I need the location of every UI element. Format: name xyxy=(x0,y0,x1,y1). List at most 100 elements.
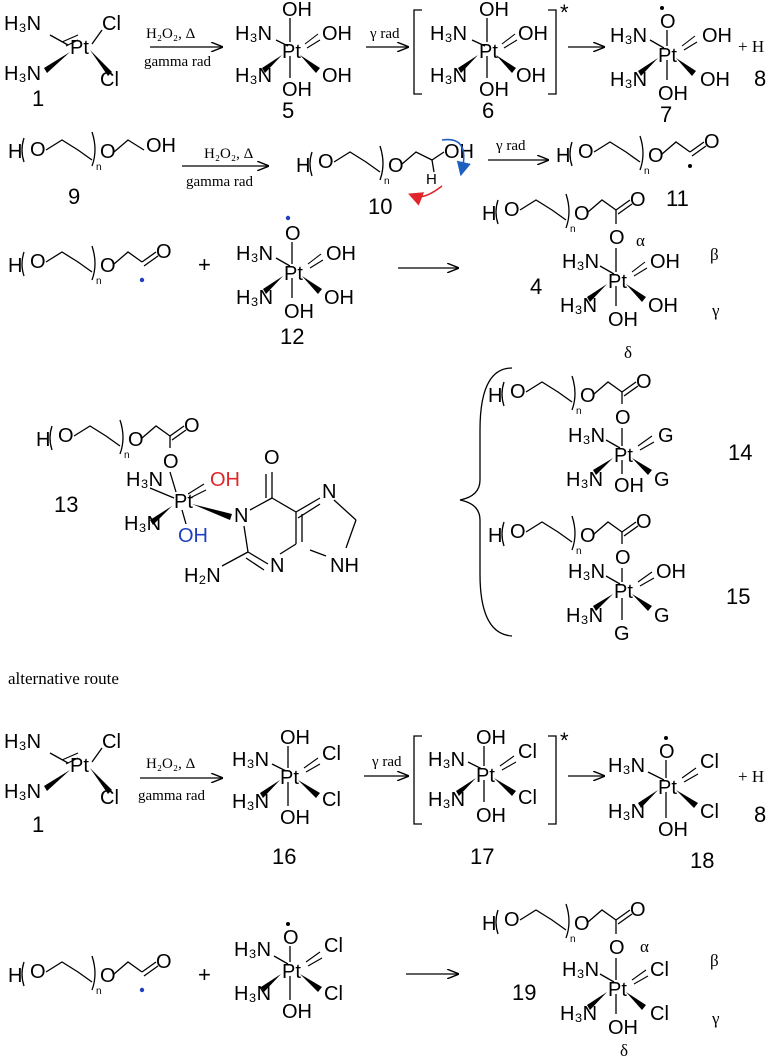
compound-number-9: 9 xyxy=(68,184,80,209)
oh-label: OH xyxy=(282,1001,312,1023)
h3n-label: H₃N xyxy=(560,295,597,317)
o-label: O xyxy=(264,447,280,469)
o-label: O xyxy=(100,255,116,277)
oh-label: OH xyxy=(518,23,548,45)
compound-17-structure: OH H₃N Cl Pt H₃N Cl OH * xyxy=(413,727,569,827)
o-label: O xyxy=(630,189,646,211)
pt-label: Pt xyxy=(658,777,677,799)
o-label: O xyxy=(636,511,652,533)
cl-label: Cl xyxy=(324,935,343,957)
compound-14-structure: H O n O O O H₃N G Pt H₃N G OH xyxy=(488,371,674,497)
oxyl-radical-dichloro-structure: O H₃N Cl Pt H₃N Cl OH xyxy=(234,922,343,1023)
h3n-label: H₃N xyxy=(236,243,273,265)
alpha-label: α xyxy=(636,231,645,250)
g-label: G xyxy=(654,605,670,627)
g-label: G xyxy=(614,623,630,645)
nh-label: NH xyxy=(330,555,359,577)
cl-label: Cl xyxy=(322,789,341,811)
h-label: H xyxy=(8,965,22,987)
compound-number-5: 5 xyxy=(282,98,294,123)
product-brace xyxy=(459,367,513,637)
n-subscript: n xyxy=(576,546,582,557)
gamma-label: γ rad xyxy=(371,754,402,770)
compound-16-structure: OH H₃N Cl Pt H₃N Cl OH xyxy=(232,727,341,829)
n-subscript: n xyxy=(384,176,390,187)
n-subscript: n xyxy=(96,162,102,173)
o-label: O xyxy=(30,139,46,161)
h3n-label: H₃N xyxy=(235,65,272,87)
o-label: O xyxy=(615,407,631,429)
compound-number-6: 6 xyxy=(482,98,494,123)
cl-label: Cl xyxy=(102,13,121,35)
h3n-label: H₃N xyxy=(608,801,645,823)
compound-number-11: 11 xyxy=(666,186,689,211)
n-label: N xyxy=(322,481,336,503)
o-label: O xyxy=(30,251,46,273)
compound-number-1: 1 xyxy=(32,86,44,111)
compound-13-structure: H O n O O O H₃N OH Pt H₃N OH N O N xyxy=(36,415,359,587)
oh-label: OH xyxy=(326,243,356,265)
pt-label: Pt xyxy=(476,765,495,787)
aldehyde-radical-structure-alt: H O n O O xyxy=(8,951,172,997)
h3n-label: H₃N xyxy=(235,23,272,45)
h3n-label: H₃N xyxy=(568,425,605,447)
plus-sign: + xyxy=(198,962,211,987)
h3n-label: H₃N xyxy=(610,69,647,91)
o-label: O xyxy=(510,521,526,543)
n-subscript: n xyxy=(124,450,130,461)
h3n-label: H₃N xyxy=(234,983,271,1005)
reagent-label: H₂O₂, Δ xyxy=(146,756,196,772)
pt-label: Pt xyxy=(608,271,627,293)
o-label: O xyxy=(318,151,334,173)
n-subscript: n xyxy=(644,166,650,177)
compound-number-8-alt: 8 xyxy=(754,802,766,827)
alternative-route-heading: alternative route xyxy=(8,669,119,688)
compound-12-structure: O H₃N OH Pt H₃N OH OH xyxy=(236,215,356,323)
o-label: O xyxy=(580,525,596,547)
o-label: O xyxy=(100,965,116,987)
h3n-label: H₃N xyxy=(610,25,647,47)
o-label: O xyxy=(659,741,675,763)
o-label: O xyxy=(615,547,631,569)
compound-number-15: 15 xyxy=(726,584,750,609)
reagent-label: gamma rad xyxy=(186,174,254,190)
cl-label: Cl xyxy=(700,751,719,773)
oh-label: OH xyxy=(280,727,310,749)
oh-label: OH xyxy=(702,25,732,47)
h3n-label: H₃N xyxy=(428,749,465,771)
o-label: O xyxy=(609,227,625,249)
o-label: O xyxy=(510,381,526,403)
pt-label: Pt xyxy=(614,581,633,603)
oh-label: OH xyxy=(614,475,644,497)
oh-label: OH xyxy=(476,805,506,827)
oh-label: OH xyxy=(210,469,240,491)
h-label: H xyxy=(296,155,310,177)
compound-7-structure: O H₃N OH Pt H₃N OH OH xyxy=(610,6,732,105)
h3n-label: H₃N xyxy=(568,561,605,583)
compound-number-4: 4 xyxy=(530,274,542,299)
oh-label: OH xyxy=(324,287,354,309)
gamma-label: γ rad xyxy=(369,26,400,42)
o-label: O xyxy=(156,241,172,263)
o-label: O xyxy=(630,899,646,921)
pt-label: Pt xyxy=(70,37,89,59)
n-subscript: n xyxy=(96,986,102,997)
o-label: O xyxy=(574,913,590,935)
h3n-label: H₃N xyxy=(428,789,465,811)
cl-label: Cl xyxy=(650,959,669,981)
compound-number-7: 7 xyxy=(660,102,672,127)
h-product-label: + H xyxy=(738,767,764,786)
gamma-label: γ rad xyxy=(495,138,526,154)
pt-label: Pt xyxy=(614,445,633,467)
pt-label: Pt xyxy=(284,263,303,285)
oh-label: OH xyxy=(479,79,509,101)
oh-label: OH xyxy=(608,1017,638,1039)
plus-sign: + xyxy=(198,252,211,277)
n-subscript: n xyxy=(570,934,576,945)
o-label: O xyxy=(388,155,404,177)
o-label: O xyxy=(58,425,74,447)
h3n-label: H₃N xyxy=(4,731,41,753)
n-subscript: n xyxy=(576,406,582,417)
oh-label: OH xyxy=(282,79,312,101)
